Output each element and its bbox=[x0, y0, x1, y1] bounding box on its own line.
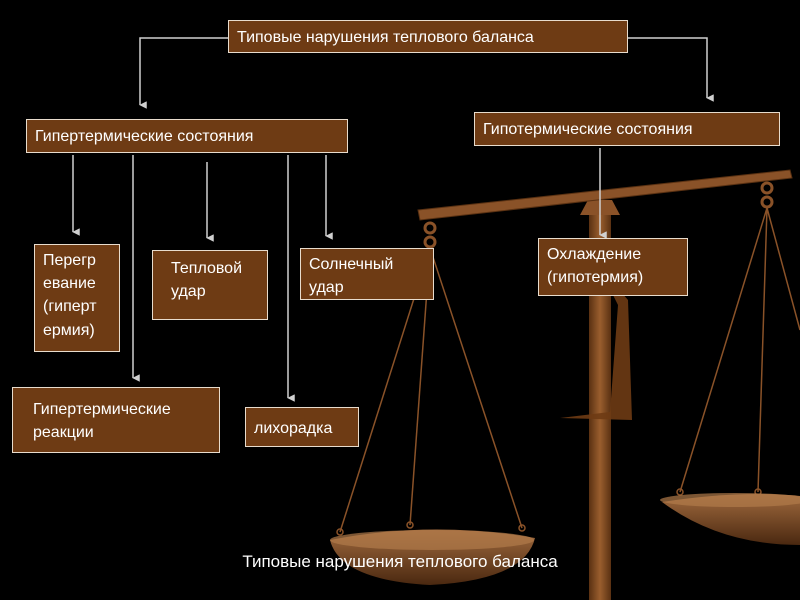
cooling-node: Охлаждение (гипотермия) bbox=[538, 238, 688, 296]
hyperthermic-reactions-node: Гипертермические реакции bbox=[12, 387, 220, 453]
hyperthermic-states-node: Гипертермические состояния bbox=[26, 119, 348, 153]
root-node: Типовые нарушения теплового баланса bbox=[228, 20, 628, 53]
fever-node: лихорадка bbox=[245, 407, 359, 447]
hypothermic-states-node: Гипотермические состояния bbox=[474, 112, 780, 146]
balance-scales-icon bbox=[330, 169, 800, 600]
slide-caption: Типовые нарушения теплового баланса bbox=[242, 552, 558, 571]
sun-stroke-node: Солнечный удар bbox=[300, 248, 434, 300]
connector-root-right bbox=[628, 37, 714, 102]
connector-root-left bbox=[139, 37, 228, 109]
heat-stroke-node: Тепловой удар bbox=[152, 250, 268, 320]
connectors bbox=[72, 37, 714, 402]
overheating-node: Перегр евание (гиперт ермия) bbox=[34, 244, 120, 352]
